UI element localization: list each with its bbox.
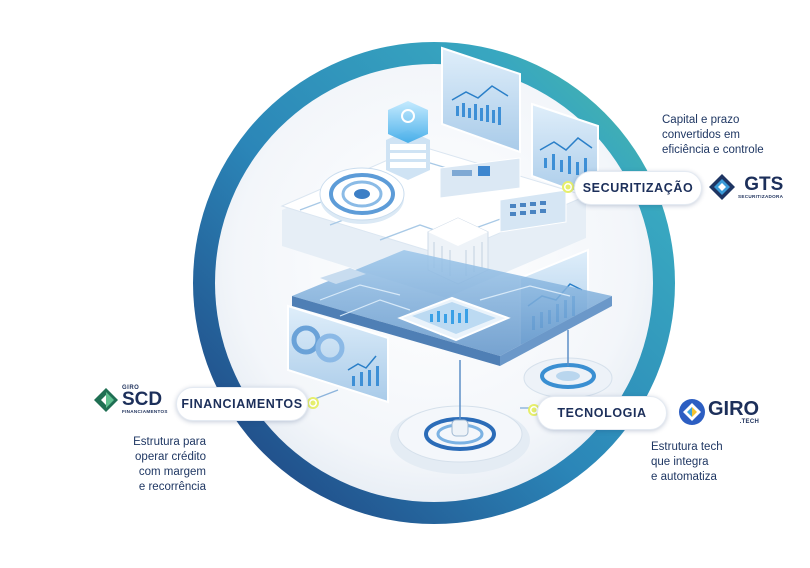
tecnologia-pill: TECNOLOGIA [537,396,667,430]
financiamentos-description-line: e recorrência [138,481,206,493]
chart-tile [397,296,511,342]
giro-tech-logo-name: GIRO [708,397,760,420]
tecnologia-description-line: que integra [651,456,709,468]
securitizacao-description: Capital e prazo convertidos em eficiênci… [662,113,764,158]
scd-logo: GIRO SCD FINANCIAMENTOS [93,385,168,414]
tecnologia-description-line: Estrutura tech [651,441,723,453]
financiamentos-description-line: Estrutura para [133,436,206,448]
gear-base [390,360,530,474]
giro-tech-logo-icon [679,399,705,425]
gear-right [523,330,613,399]
securitizacao-pill: SECURITIZAÇÃO [574,171,702,205]
gts-logo: GTS SECURITIZADORA [708,173,783,201]
top-platform [280,101,588,298]
floating-screen-top [441,46,521,154]
giro-tech-logo-subtitle: .TECH [739,418,760,425]
giro-tech-logo: GIRO .TECH [678,398,759,426]
bottom-platform [292,250,612,366]
securitizacao-description-line: convertidos em [662,129,740,141]
side-monitor-left [287,304,389,404]
scd-logo-name: SCD [122,389,163,410]
small-panels [439,157,567,233]
securitizacao-description-line: eficiência e controle [662,144,764,156]
tecnologia-description: Estrutura tech que integra e automatiza [651,440,723,485]
gts-logo-name: GTS [744,174,784,195]
target-disk [319,167,405,224]
financiamentos-label: FINANCIAMENTOS [181,397,303,411]
financiamentos-description-line: operar crédito [135,451,206,463]
scd-leaf-logo-icon [94,387,118,412]
financiamentos-description-line: com margem [138,466,206,478]
cube-stack [386,101,430,180]
scd-logo-subtitle: FINANCIAMENTOS [122,409,168,414]
pill-dots [307,181,574,416]
securitizacao-description-line: Capital e prazo [662,114,740,126]
tecnologia-label: TECNOLOGIA [557,406,647,420]
scd-logo-prefix: GIRO [122,385,140,391]
tecnologia-description-line: e automatiza [651,471,717,483]
financiamentos-pill: FINANCIAMENTOS [176,387,308,421]
gts-logo-subtitle: SECURITIZADORA [738,194,784,199]
securitizacao-label: SECURITIZAÇÃO [582,181,694,195]
financiamentos-description: Estrutura para operar crédito com margem… [110,435,206,495]
gts-diamond-logo-icon [709,174,735,200]
